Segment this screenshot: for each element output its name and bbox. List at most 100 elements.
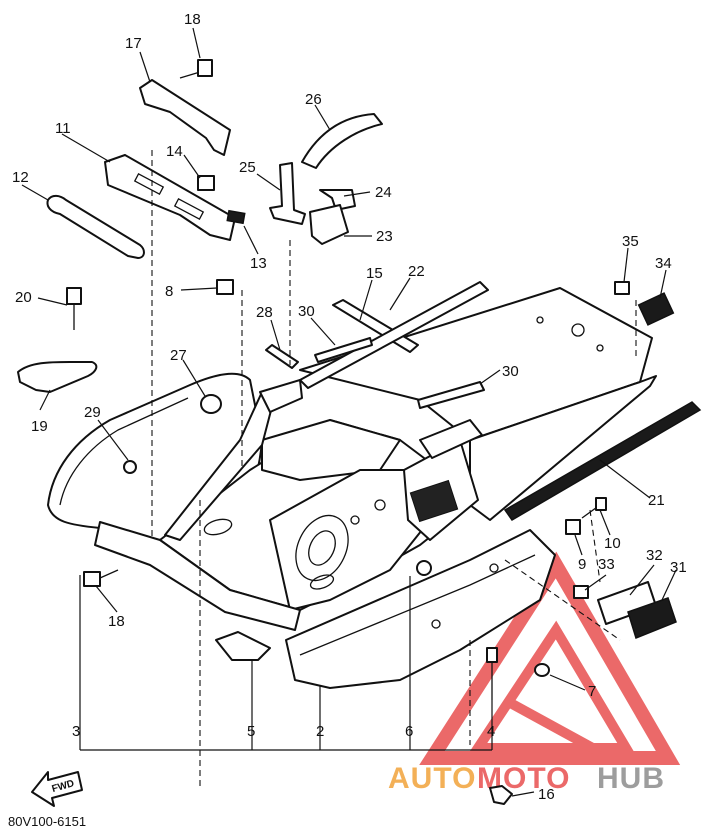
- chassis-bolt-hole-2: [350, 515, 360, 525]
- callout-labels: 18 17 11 14 12 13 26 25 24 23 35 34 20 8…: [12, 11, 687, 803]
- belly-pan-hole-2: [431, 619, 441, 629]
- watermark-auto: AUTO: [388, 762, 476, 795]
- callout-23: 23: [376, 228, 393, 245]
- chassis-round-cutout-inner: [308, 530, 336, 566]
- part-12-handle: [46, 194, 145, 259]
- leader-lines: [21, 27, 677, 797]
- part-25-l-bracket: [269, 162, 306, 225]
- tunnel-hole-3: [536, 316, 544, 324]
- callout-24: 24: [375, 184, 392, 201]
- part-22-rail: [299, 281, 489, 389]
- steering-bracket: [259, 379, 303, 413]
- part-10-bolt: [581, 497, 607, 519]
- callout-30-top: 30: [298, 303, 315, 320]
- callout-35: 35: [622, 233, 639, 250]
- part-14-nut: [197, 175, 215, 191]
- watermark-diagonal: [502, 695, 603, 757]
- callout-17: 17: [125, 35, 142, 52]
- part-13-label: [226, 209, 246, 225]
- frame-assembly: [47, 287, 657, 689]
- part-16-cap: [489, 785, 513, 805]
- callout-19: 19: [31, 418, 48, 435]
- belly-pan-edge: [299, 554, 536, 656]
- chassis-bolt-hole: [374, 499, 386, 511]
- belly-pan: [285, 529, 556, 689]
- part-9-nut: [565, 519, 581, 535]
- part-24-bracket: [319, 189, 356, 211]
- callout-3: 3: [72, 723, 80, 740]
- part-31-reflector: [627, 597, 677, 639]
- callout-32: 32: [646, 547, 663, 564]
- part-4-rod: [486, 647, 498, 700]
- part-35-nut: [614, 281, 630, 295]
- callout-7: 7: [588, 683, 596, 700]
- part-29-plug: [123, 460, 137, 474]
- watermark-triangle-inner: [468, 620, 635, 753]
- chassis-oval-slot-2: [309, 574, 335, 590]
- callout-16: 16: [538, 786, 555, 803]
- rear-grab-loop: [419, 419, 483, 459]
- part-7-clip: [534, 663, 550, 677]
- watermark-hub: HUB: [597, 762, 665, 795]
- callout-2: 2: [316, 723, 324, 740]
- part-11-plate: [104, 154, 236, 241]
- drawing-code: 80V100-6151: [8, 814, 86, 829]
- part-5-bracket: [215, 631, 271, 661]
- part-21-side-rail: [503, 401, 702, 521]
- callout-30-side: 30: [502, 363, 519, 380]
- front-hood-rim: [59, 397, 189, 506]
- callout-8: 8: [165, 283, 173, 300]
- reference-lines: [151, 150, 637, 790]
- part-33-nut: [573, 585, 589, 599]
- callout-5: 5: [247, 723, 255, 740]
- chassis-oval-slot: [203, 518, 233, 536]
- callout-22: 22: [408, 263, 425, 280]
- callout-27: 27: [170, 347, 187, 364]
- part-23-bracket: [309, 204, 349, 245]
- part-34-reflector: [637, 292, 675, 326]
- callout-13: 13: [250, 255, 267, 272]
- part-18-bolt-top: [179, 59, 213, 79]
- tunnel-hole-2: [596, 344, 604, 352]
- callout-29: 29: [84, 404, 101, 421]
- part-27-bushing: [200, 394, 222, 414]
- chassis-round-cutout: [295, 514, 349, 582]
- tunnel-hole: [571, 323, 585, 337]
- part-11-slot: [133, 173, 165, 195]
- part-19-guard: [17, 361, 98, 393]
- callout-31: 31: [670, 559, 687, 576]
- callout-18-lower: 18: [108, 613, 125, 630]
- callout-34: 34: [655, 255, 672, 272]
- callout-4: 4: [487, 723, 495, 740]
- part-20-bolt: [66, 287, 82, 330]
- callout-33: 33: [598, 556, 615, 573]
- callout-20: 20: [15, 289, 32, 306]
- callout-18-top: 18: [184, 11, 201, 28]
- callout-28: 28: [256, 304, 273, 321]
- callout-10: 10: [604, 535, 621, 552]
- part-11-slot-2: [173, 198, 205, 220]
- callout-21: 21: [648, 492, 665, 509]
- part-30-strip-side: [417, 381, 485, 409]
- rear-box-vent: [409, 479, 459, 523]
- part-18-bolt-lower: [83, 569, 119, 587]
- part-28-pin: [265, 344, 299, 369]
- part-8-nut: [216, 279, 234, 295]
- callout-25: 25: [239, 159, 256, 176]
- watermark-logo: AUTO MOTO HUB: [388, 551, 681, 795]
- callout-12: 12: [12, 169, 29, 186]
- front-crossmember: [94, 521, 301, 631]
- belly-pan-hole: [489, 563, 499, 573]
- callout-26: 26: [305, 91, 322, 108]
- callout-6: 6: [405, 723, 413, 740]
- callout-11: 11: [55, 120, 71, 137]
- part-17-bracket: [139, 79, 231, 156]
- callout-14: 14: [166, 143, 183, 160]
- callout-15: 15: [366, 265, 383, 282]
- part-6-grommet: [416, 560, 432, 576]
- fwd-arrow: FWD: [31, 771, 83, 807]
- part-30-strip-top: [314, 337, 373, 363]
- part-26-curved-handle: [301, 113, 383, 169]
- callout-9: 9: [578, 556, 586, 573]
